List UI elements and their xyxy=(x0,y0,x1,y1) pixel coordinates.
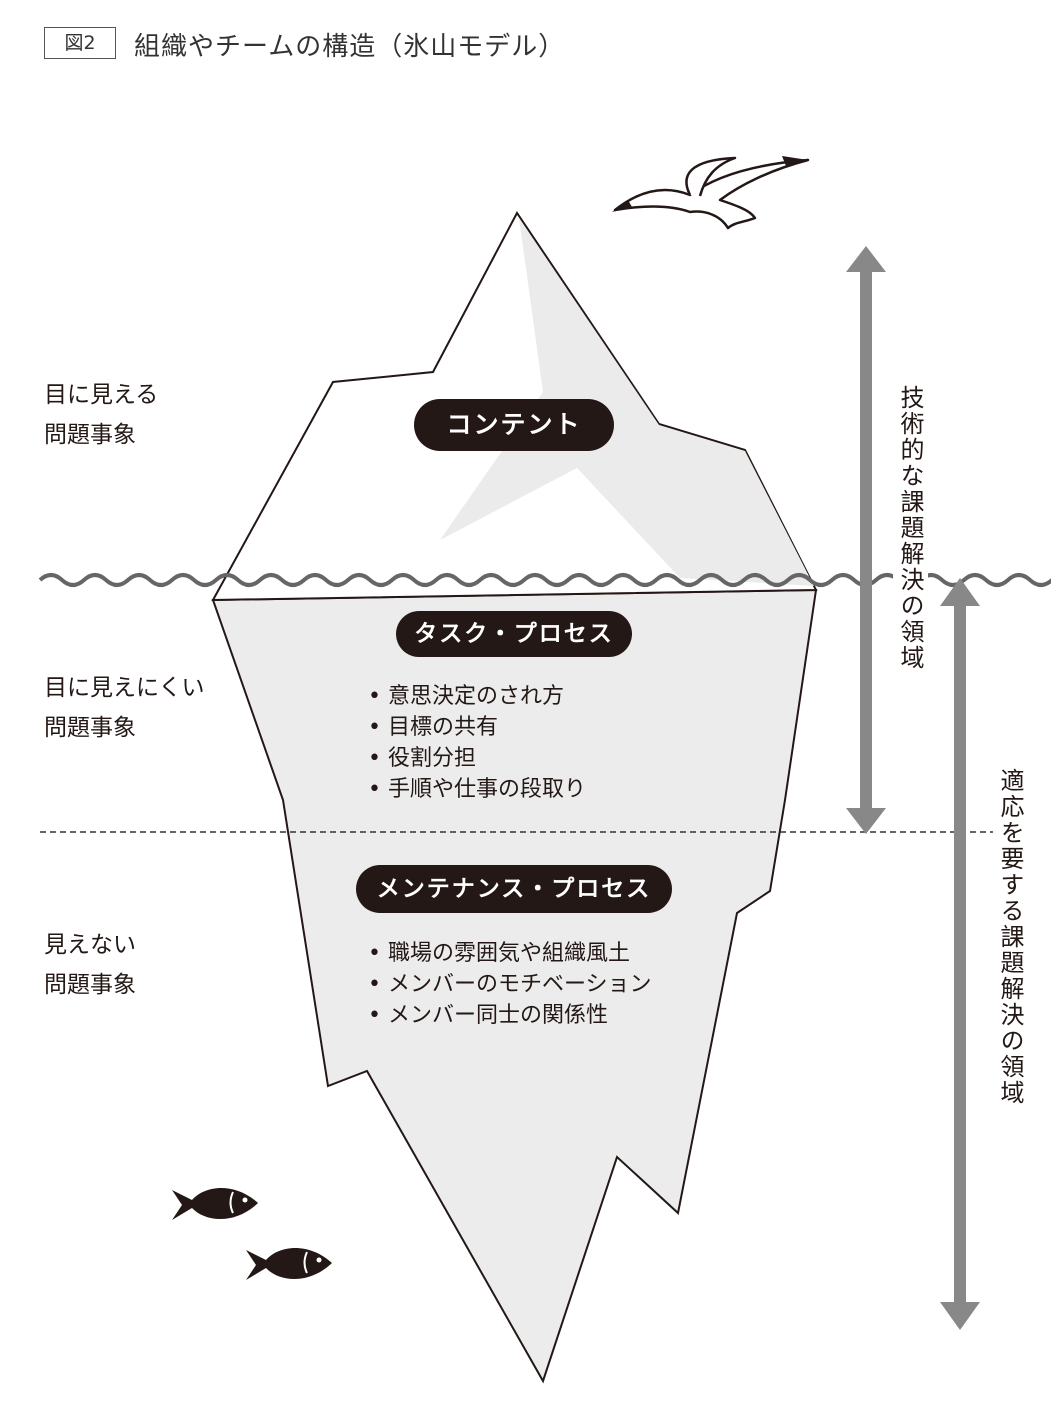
technical-area-label: 技術的な課題解決の領域 xyxy=(893,385,928,671)
pill-content: コンテント xyxy=(414,399,614,451)
list-item: 目標の共有 xyxy=(368,712,586,743)
list-item: 役割分担 xyxy=(368,743,586,774)
label-line: 問題事象 xyxy=(44,422,136,448)
list-item: メンバー同士の関係性 xyxy=(368,1000,652,1031)
fish-icon xyxy=(172,1188,258,1220)
label-line: 見えない xyxy=(44,932,136,958)
figure-label: 図2 xyxy=(44,27,116,59)
level-label-invisible: 見えない 問題事象 xyxy=(44,925,136,1005)
water-surface-wave xyxy=(38,573,1051,587)
seagull-icon xyxy=(613,156,810,230)
list-item: メンバーのモチベーション xyxy=(368,969,652,1000)
task-process-list: 意思決定のされ方 目標の共有 役割分担 手順や仕事の段取り xyxy=(368,681,586,805)
fish-icon xyxy=(246,1248,332,1280)
pill-maintenance-process: メンテナンス・プロセス xyxy=(356,865,672,913)
label-line: 問題事象 xyxy=(44,972,136,998)
label-line: 問題事象 xyxy=(44,715,136,741)
label-line: 目に見える xyxy=(44,382,159,408)
maintenance-process-list: 職場の雰囲気や組織風土 メンバーのモチベーション メンバー同士の関係性 xyxy=(368,938,652,1031)
level-label-visible: 目に見える 問題事象 xyxy=(44,375,158,455)
list-item: 手順や仕事の段取り xyxy=(368,774,586,805)
iceberg-shading xyxy=(440,218,814,586)
level-label-hard-to-see: 目に見えにくい 問題事象 xyxy=(44,668,205,748)
adaptive-area-arrow xyxy=(940,578,980,1330)
list-item: 職場の雰囲気や組織風土 xyxy=(368,938,652,969)
pill-task-process: タスク・プロセス xyxy=(396,611,632,657)
diagram-title: 組織やチームの構造（氷山モデル） xyxy=(134,32,566,62)
label-line: 目に見えにくい xyxy=(44,675,205,701)
list-item: 意思決定のされ方 xyxy=(368,681,586,712)
technical-area-arrow xyxy=(846,246,886,834)
adaptive-area-label: 適応を要する課題解決の領域 xyxy=(993,768,1028,1106)
